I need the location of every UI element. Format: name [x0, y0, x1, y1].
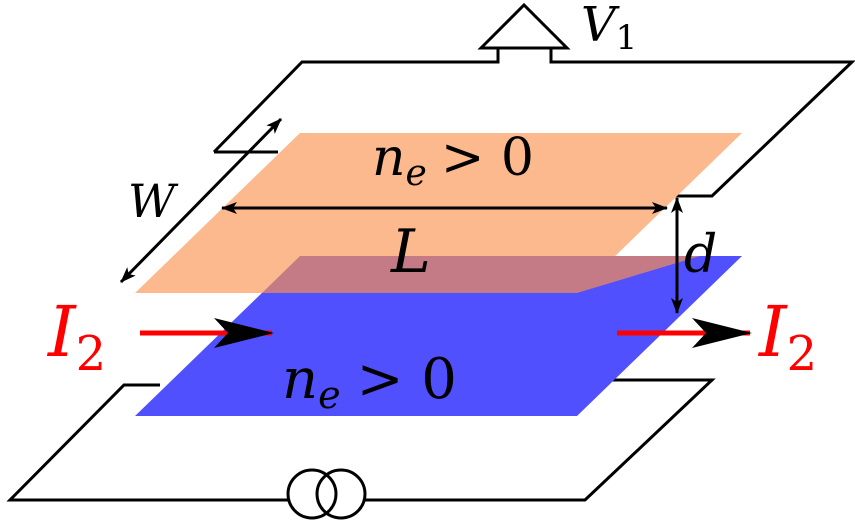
separation-label: d — [684, 225, 717, 285]
voltmeter-icon — [477, 2, 571, 50]
current-in-label: I2 — [46, 291, 106, 382]
bottom-layer-density-label: ne> 0 — [282, 347, 457, 417]
voltmeter-label: V1 — [581, 0, 637, 58]
length-label: L — [390, 217, 431, 287]
current-source-icon — [286, 468, 367, 520]
top-layer-density-label: ne> 0 — [372, 128, 534, 194]
width-dimension-arrow — [119, 117, 283, 284]
bottom-layer — [135, 256, 742, 416]
current-out-label: I2 — [757, 291, 817, 382]
width-label: W — [128, 174, 179, 228]
current-circuit-wire — [6, 378, 716, 502]
layer-overlap-region — [262, 256, 700, 293]
